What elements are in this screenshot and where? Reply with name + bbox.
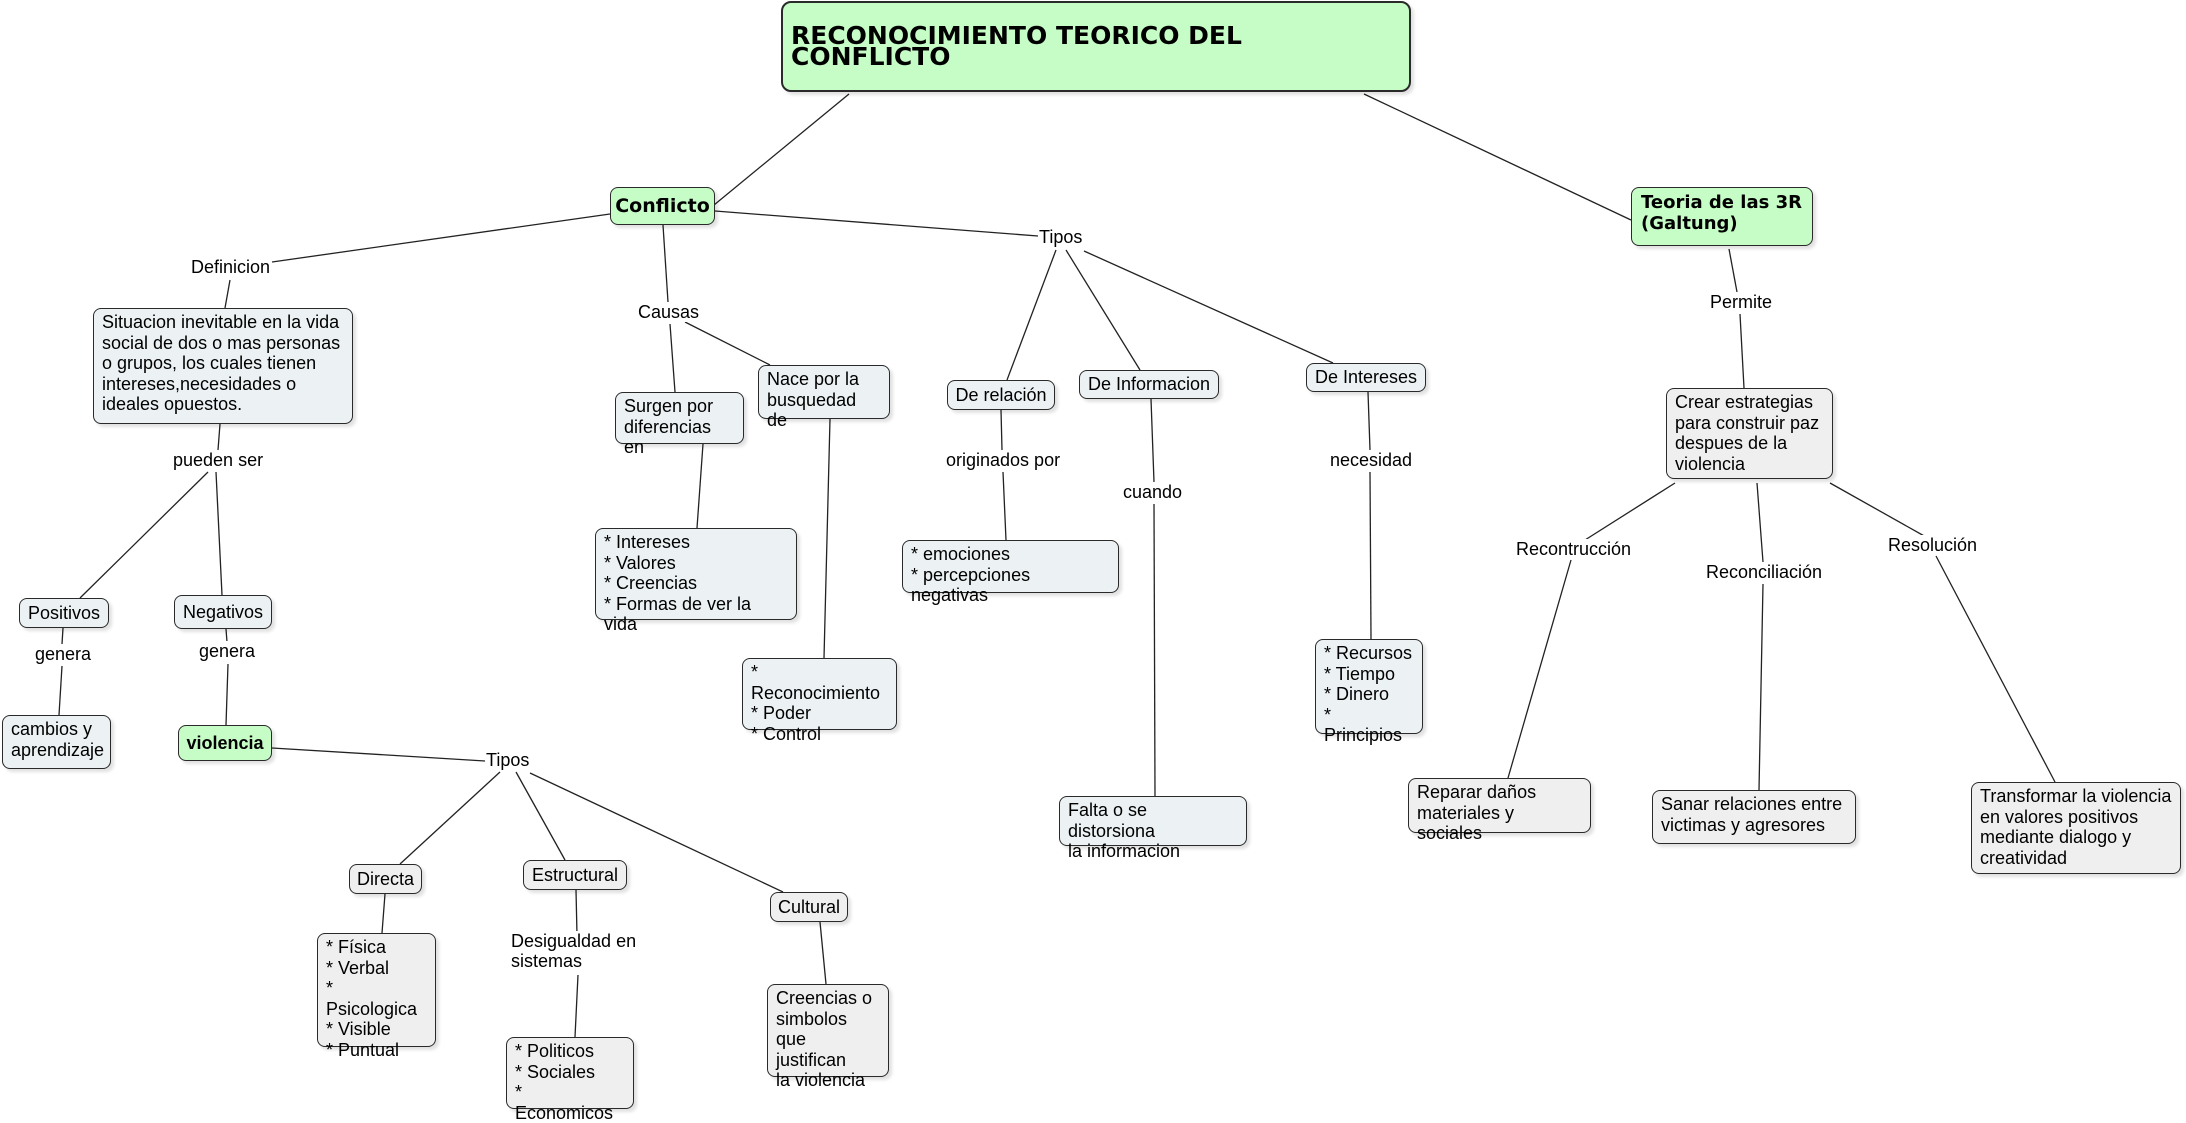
link-genera-negativos: genera bbox=[198, 641, 257, 661]
edge-estr-desig bbox=[575, 889, 578, 936]
list-directa[interactable]: * Física * Verbal * Psicologica * Visibl… bbox=[317, 933, 436, 1060]
edge-pueden-negativos bbox=[215, 471, 223, 596]
concept-surgen-por[interactable]: Surgen por diferencias en bbox=[615, 392, 744, 457]
edge-cuando-falta bbox=[1153, 503, 1156, 797]
concept-cultural[interactable]: Cultural bbox=[770, 892, 848, 922]
list-recursos[interactable]: * Recursos * Tiempo * Dinero * Principio… bbox=[1315, 639, 1423, 745]
link-reconciliacion: Reconciliación bbox=[1705, 562, 1824, 582]
edge-tipos-relacion bbox=[1006, 249, 1057, 381]
edge-tipos-cultural bbox=[529, 772, 784, 893]
list-busquedad[interactable]: * Reconocimiento * Poder * Control bbox=[742, 658, 897, 744]
edge-tipos-intereses bbox=[1083, 250, 1334, 364]
concept-negativos[interactable]: Negativos bbox=[174, 595, 272, 629]
edge-genera-cambios bbox=[58, 665, 63, 716]
concept-de-intereses[interactable]: De Intereses bbox=[1306, 363, 1426, 392]
concept-directa[interactable]: Directa bbox=[349, 864, 422, 894]
edge-tipos-informacion bbox=[1065, 249, 1141, 371]
link-causas: Causas bbox=[637, 302, 701, 322]
edge-teoria-permite bbox=[1728, 248, 1738, 293]
concept-crear-estrategias[interactable]: Crear estrategias para construir paz des… bbox=[1666, 388, 1833, 479]
edge-info-cuando bbox=[1150, 398, 1155, 483]
edge-crear-reconcil bbox=[1756, 482, 1764, 563]
concept-cambios-aprendizaje[interactable]: cambios y aprendizaje bbox=[2, 715, 111, 769]
edge-crear-recon bbox=[1584, 482, 1676, 541]
edge-nace-list bbox=[823, 418, 831, 659]
edge-permite-crear bbox=[1739, 313, 1745, 389]
edge-intereses-nec bbox=[1367, 391, 1371, 451]
edge-def-pueden bbox=[217, 423, 221, 451]
concept-sanar-relaciones[interactable]: Sanar relaciones entre victimas y agreso… bbox=[1652, 790, 1856, 844]
concept-de-relacion[interactable]: De relación bbox=[947, 380, 1055, 410]
edge-crear-resol bbox=[1829, 482, 1927, 538]
link-desigualdad: Desigualdad en sistemas bbox=[510, 931, 638, 971]
concept-transformar-violencia[interactable]: Transformar la violencia en valores posi… bbox=[1971, 782, 2181, 874]
edge-nec-recursos bbox=[1369, 471, 1372, 640]
link-tipos-conflicto: Tipos bbox=[1038, 227, 1084, 247]
edge-tipos-estructural bbox=[515, 771, 566, 861]
list-diferencias[interactable]: * Intereses * Valores * Creencias * Form… bbox=[595, 528, 797, 634]
edge-conflicto-tipos bbox=[714, 210, 1039, 237]
link-permite: Permite bbox=[1709, 292, 1774, 312]
link-necesidad: necesidad bbox=[1329, 450, 1414, 470]
link-resolucion: Resolución bbox=[1887, 535, 1979, 555]
edge-directa-list bbox=[381, 893, 386, 934]
edge-surgen-list bbox=[696, 443, 704, 529]
concept-violencia[interactable]: violencia bbox=[178, 725, 272, 761]
edge-pueden-positivos bbox=[79, 471, 209, 599]
edge-reconcil-sanar bbox=[1758, 583, 1764, 791]
link-recontruccion: Recontrucción bbox=[1515, 539, 1633, 559]
link-genera-positivos: genera bbox=[34, 644, 93, 664]
edge-genera-violencia bbox=[225, 663, 229, 726]
list-estructural[interactable]: * Politicos * Sociales * Economicos bbox=[506, 1037, 634, 1123]
edge-desig-list bbox=[574, 974, 579, 1038]
map-title[interactable]: RECONOCIMIENTO TEORICO DEL CONFLICTO bbox=[781, 1, 1411, 92]
edge-relacion-orig bbox=[1000, 409, 1003, 451]
edge-conflicto-causas bbox=[662, 224, 669, 303]
concept-de-informacion[interactable]: De Informacion bbox=[1079, 370, 1219, 399]
concept-creencias-simbolos[interactable]: Creencias o simbolos que justifican la v… bbox=[767, 984, 889, 1090]
link-cuando: cuando bbox=[1122, 482, 1184, 502]
link-pueden-ser: pueden ser bbox=[172, 450, 265, 470]
edge-recon-reparar bbox=[1507, 559, 1572, 779]
concept-nace-por[interactable]: Nace por la busquedad de bbox=[758, 365, 890, 430]
link-originados-por: originados por bbox=[945, 450, 1062, 470]
edge-title-to-teoria bbox=[1363, 93, 1632, 221]
link-definicion: Definicion bbox=[190, 257, 272, 277]
edge-causas-surgen bbox=[669, 323, 676, 393]
edge-conflicto-definicion bbox=[271, 213, 611, 263]
edge-definicion-box bbox=[224, 279, 231, 309]
edge-title-to-conflicto bbox=[713, 93, 850, 206]
concept-falta-informacion[interactable]: Falta o se distorsiona la informacion bbox=[1059, 796, 1247, 861]
edge-tipos-directa bbox=[399, 771, 501, 865]
edge-causas-nace bbox=[684, 321, 771, 366]
edge-cultural-creencias bbox=[819, 921, 827, 985]
link-tipos-violencia: Tipos bbox=[485, 750, 531, 770]
concept-teoria-3r[interactable]: Teoria de las 3R (Galtung) bbox=[1631, 187, 1813, 246]
concept-conflicto[interactable]: Conflicto bbox=[610, 187, 715, 225]
concept-definicion-text[interactable]: Situacion inevitable en la vida social d… bbox=[93, 308, 353, 424]
edge-violencia-tipos bbox=[271, 747, 486, 762]
edge-positivos-genera bbox=[61, 627, 64, 645]
concept-estructural[interactable]: Estructural bbox=[523, 860, 627, 890]
concept-positivos[interactable]: Positivos bbox=[19, 598, 109, 628]
concept-reparar-danos[interactable]: Reparar daños materiales y sociales bbox=[1408, 778, 1591, 843]
edge-orig-emociones bbox=[1002, 471, 1007, 541]
edge-negativos-genera bbox=[225, 628, 228, 643]
list-emociones[interactable]: * emociones * percepciones negativas bbox=[902, 540, 1119, 605]
edge-resol-transformar bbox=[1935, 555, 2056, 783]
